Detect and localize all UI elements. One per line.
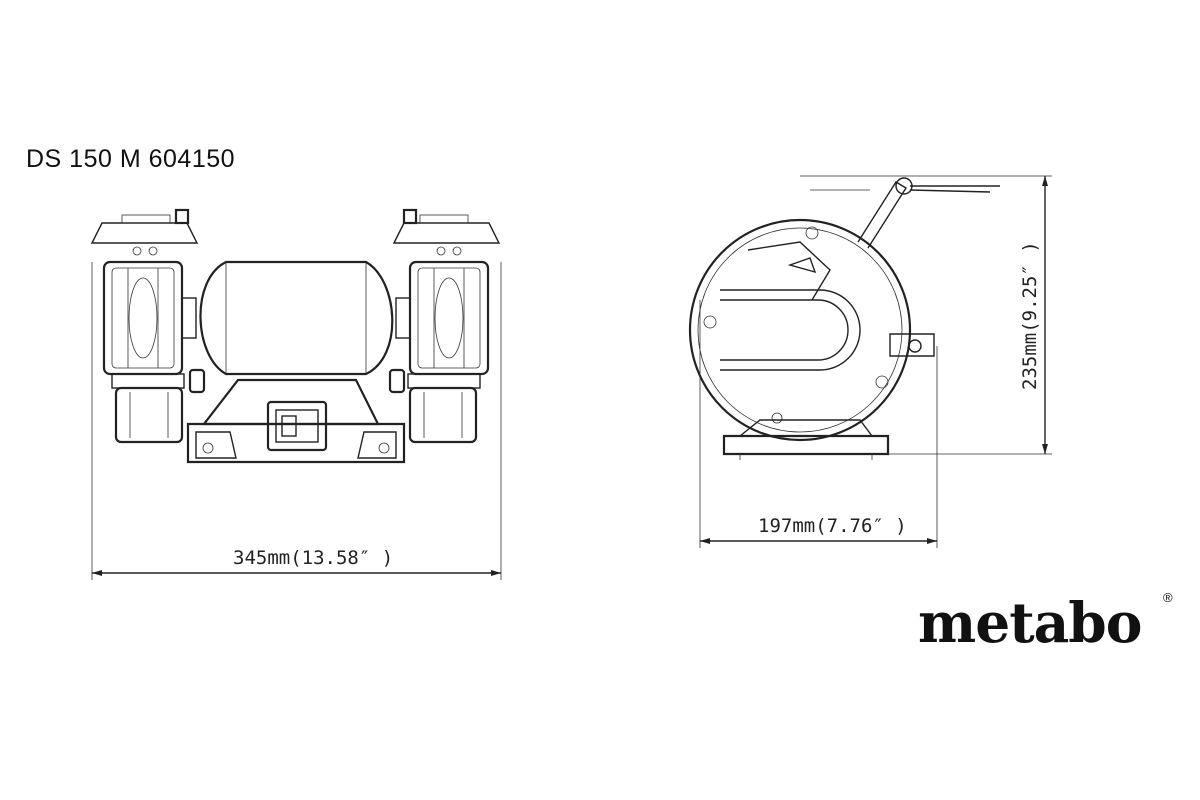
- front-view: 345mm(13.58″ ): [90, 208, 502, 580]
- side-view: 197mm(7.76″ ) 235mm(9.25″ ): [688, 175, 1052, 548]
- model-title: DS 150 M 604150: [26, 145, 236, 173]
- brand-logo: metabo: [918, 590, 1142, 655]
- registered-mark: ®: [1163, 590, 1173, 605]
- width-dimension-label: 345mm(13.58″ ): [233, 547, 393, 569]
- height-dimension-label: 235mm(9.25″ ): [1019, 241, 1041, 390]
- depth-dimension-label: 197mm(7.76″ ): [758, 515, 907, 537]
